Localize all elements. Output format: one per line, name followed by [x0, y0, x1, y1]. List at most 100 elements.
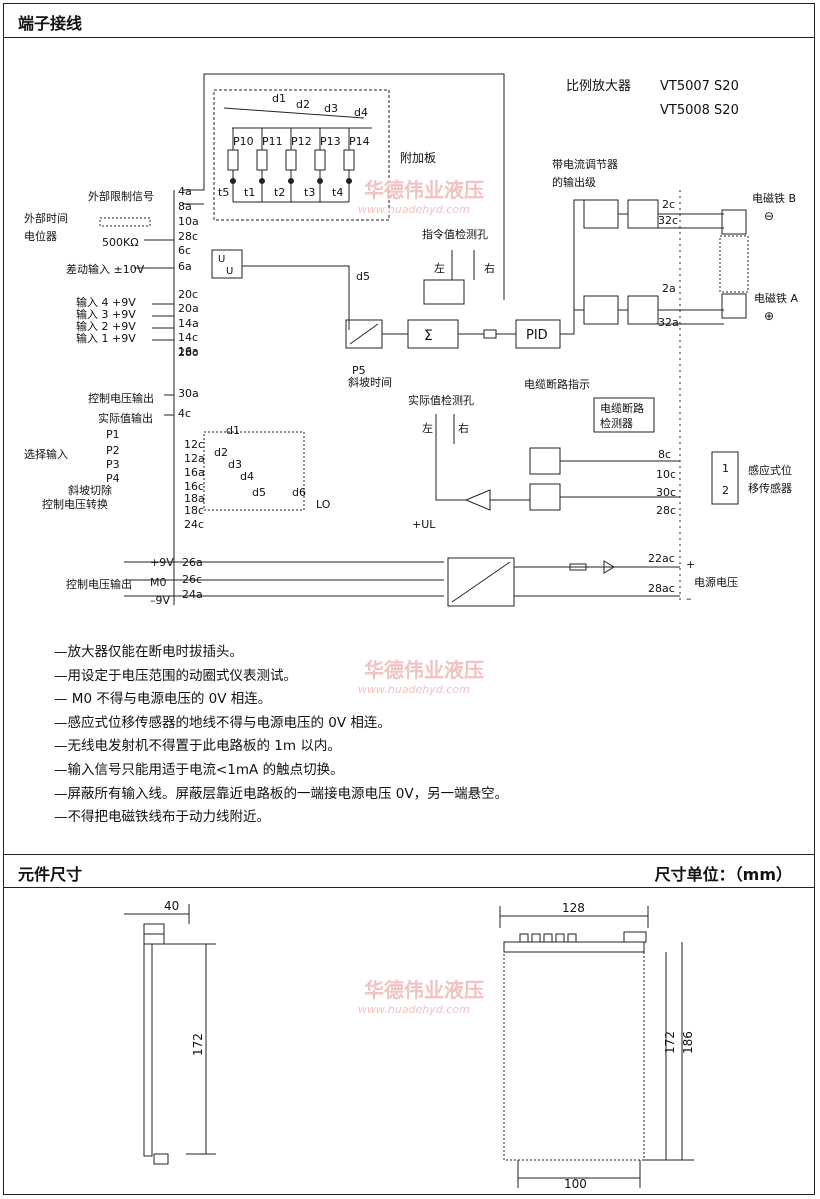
- svg-text:d3: d3: [228, 458, 242, 471]
- label-actual-out: 实际值输出: [98, 411, 153, 425]
- demod-block-2: [529, 483, 561, 511]
- dimension-drawing: 40 172 128 100 172 186: [124, 899, 695, 1191]
- svg-text:28c: 28c: [656, 504, 676, 517]
- label-ramp-time: 斜坡时间: [348, 376, 392, 389]
- left-terminals: 4a 8a 10a 28c 6c 6a 20c 20a 14a 14c 16a …: [178, 185, 205, 601]
- svg-text:12c: 12c: [184, 438, 204, 451]
- pot-label-p10: P10: [233, 135, 254, 148]
- label-p3: P3: [106, 458, 120, 471]
- solenoid-a-coil: [721, 293, 747, 319]
- label-ctrl-v-out2: 控制电压输出: [66, 577, 132, 591]
- label-ctrl-switch: 控制电压转换: [42, 497, 108, 511]
- power-supply-block: [447, 557, 515, 607]
- label-p2: P2: [106, 444, 120, 457]
- label-lo: LO: [316, 498, 331, 511]
- label-output-stage-2: 的输出级: [552, 175, 596, 189]
- pot-label-p13: P13: [320, 135, 341, 148]
- label-pot-value: 500KΩ: [102, 236, 139, 249]
- diff-amp-block: [211, 249, 243, 279]
- addon-board-box: [213, 89, 390, 221]
- tap-label-t5: t5: [218, 186, 229, 199]
- label-actual-left: 左: [422, 422, 433, 435]
- svg-text:+: +: [686, 558, 695, 571]
- svg-text:Σ: Σ: [424, 328, 433, 344]
- svg-text:d2: d2: [214, 446, 228, 459]
- switch-label-d2: d2: [296, 98, 310, 111]
- switch-label-d1: d1: [272, 92, 286, 105]
- section-header-dimensions: 元件尺寸 尺寸单位：（mm）: [4, 854, 814, 888]
- select-input-bank: [203, 431, 305, 511]
- model-line2: VT5008 S20: [660, 103, 739, 118]
- demod-block-1: [529, 447, 561, 475]
- label-cmd-left: 左: [434, 262, 445, 275]
- label-minus9: –9V: [150, 594, 170, 607]
- label-solenoid-a: 电磁铁 A: [754, 292, 798, 305]
- cable-break-detector: [593, 397, 655, 433]
- pot-label-p12: P12: [291, 135, 312, 148]
- svg-text:32a: 32a: [658, 316, 679, 329]
- svg-text:14c: 14c: [178, 331, 198, 344]
- output-stage-b-amp: [583, 199, 619, 229]
- svg-text:⊖: ⊖: [764, 209, 774, 223]
- svg-text:28c: 28c: [178, 346, 198, 359]
- svg-text:d5: d5: [252, 486, 266, 499]
- pot-label-p11: P11: [262, 135, 283, 148]
- label-sensor2: 移传感器: [748, 482, 792, 495]
- svg-text:20a: 20a: [178, 302, 199, 315]
- svg-text:28c: 28c: [178, 230, 198, 243]
- label-diff-input: 差动输入 ±10V: [66, 262, 145, 276]
- label-cable-break-det2: 检测器: [600, 416, 633, 430]
- label-input3: 输入 3 +9V: [76, 307, 136, 321]
- note-item: 不得把电磁铁线布于动力线附近。: [54, 806, 508, 830]
- svg-text:32c: 32c: [658, 214, 678, 227]
- label-input1: 输入 1 +9V: [76, 331, 136, 345]
- section-title-dimensions: 元件尺寸: [18, 865, 83, 884]
- svg-text:18a: 18a: [184, 492, 205, 505]
- svg-text:14a: 14a: [178, 317, 199, 330]
- svg-text:22ac: 22ac: [648, 552, 675, 565]
- pid-label: PID: [526, 328, 548, 343]
- addon-board-label: 附加板: [400, 151, 436, 165]
- label-actual-test: 实际值检测孔: [408, 393, 474, 407]
- section-header-wiring: 端子接线: [4, 4, 814, 38]
- unit-label: 尺寸单位：（mm）: [654, 865, 792, 884]
- label-external-time: 外部时间: [24, 211, 68, 225]
- note-item: 输入信号只能用适于电流<1mA 的触点切换。: [54, 759, 508, 783]
- label-p4: P4: [106, 472, 120, 485]
- note-item: 屏蔽所有输入线。屏蔽层靠近电路板的一端接电源电压 0V，另一端悬空。: [54, 783, 509, 807]
- model-line1: VT5007 S20: [660, 79, 739, 94]
- sensor-coils: [711, 451, 739, 505]
- feedback-amp: [464, 489, 491, 511]
- section-title-wiring: 端子接线: [18, 14, 83, 33]
- note-item: M0 不得与电源电压的 0V 相连。: [54, 688, 508, 712]
- page-frame: 端子接线 比例放大器 VT5007 S20 VT5008 S20 附加板: [3, 3, 815, 1195]
- svg-text:2: 2: [722, 484, 729, 497]
- label-cable-break-det1: 电缆断路: [600, 401, 644, 415]
- valve-body: [719, 235, 749, 293]
- wiring-diagram: 比例放大器 VT5007 S20 VT5008 S20 附加板: [24, 73, 798, 607]
- svg-text:20c: 20c: [178, 288, 198, 301]
- svg-text:16a: 16a: [178, 345, 199, 358]
- dim-side-width: 40: [164, 899, 179, 913]
- svg-text:30a: 30a: [178, 387, 199, 400]
- label-select-input: 选择输入: [24, 447, 68, 461]
- switch-label-d3: d3: [324, 102, 338, 115]
- note-item: 感应式位移传感器的地线不得与电源电压的 0V 相连。: [54, 712, 508, 736]
- svg-text:6a: 6a: [178, 260, 192, 273]
- tap-label-t4: t4: [332, 186, 343, 199]
- label-output-stage-1: 带电流调节器: [552, 157, 618, 171]
- label-ramp-off: 斜坡切除: [68, 483, 112, 497]
- label-sensor1: 感应式位: [748, 463, 792, 477]
- label-pot: 电位器: [24, 229, 57, 243]
- svg-text:8a: 8a: [178, 200, 192, 213]
- summing-block: [407, 319, 459, 349]
- svg-text:2c: 2c: [662, 198, 675, 211]
- label-actual-right: 右: [458, 421, 469, 435]
- side-view: [124, 904, 216, 1165]
- svg-text:18c: 18c: [184, 504, 204, 517]
- dim-side-height: 172: [191, 1033, 205, 1056]
- svg-text:24a: 24a: [182, 588, 203, 601]
- label-p1: P1: [106, 428, 120, 441]
- label-cable-break-ind: 电缆断路指示: [524, 377, 590, 391]
- d5-label: d5: [356, 270, 370, 283]
